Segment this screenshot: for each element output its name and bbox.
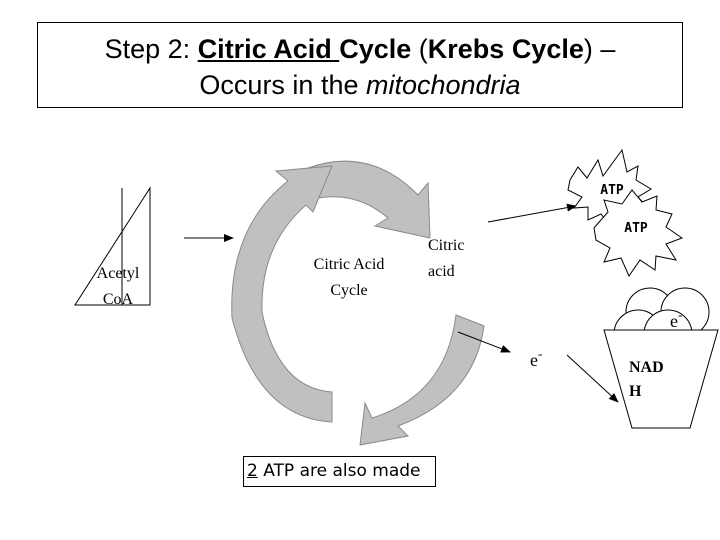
title-mitochondria: mitochondria xyxy=(365,70,521,100)
electron-label-2: e- xyxy=(670,307,682,331)
cycle-label-line2: Cycle xyxy=(330,282,367,299)
atp-burst-2 xyxy=(593,189,684,278)
title-cycle: Cycle xyxy=(339,34,412,64)
title-paren-close: ) – xyxy=(583,34,616,64)
nadh-label-line1: NAD xyxy=(629,359,664,376)
electron-label-1: e- xyxy=(530,346,542,370)
cycle-label-line1: Citric Acid xyxy=(314,256,385,273)
title-step: Step 2: xyxy=(104,34,198,64)
title-paren-open: ( xyxy=(411,34,428,64)
atp-label-2: ATP xyxy=(624,221,648,236)
cycle-arrow-left xyxy=(231,165,333,423)
electron-e-2: e xyxy=(670,311,678,331)
nadh-label-line2: H xyxy=(629,383,642,400)
title-citric-acid: Citric Acid xyxy=(197,34,340,64)
acetyl-label-line1: Acetyl xyxy=(97,265,140,282)
title-occurs: Occurs in the xyxy=(199,70,366,100)
cycle-arrow-top xyxy=(307,160,431,239)
acetyl-coa-shape xyxy=(74,186,151,306)
citric-label-line2: acid xyxy=(428,263,455,280)
cycle-arrow-bottom xyxy=(359,314,485,446)
cycle-to-electron-arrow xyxy=(457,331,511,353)
cycle-to-atp-arrow xyxy=(487,203,577,223)
nadh-container xyxy=(603,287,719,429)
title-krebs: Krebs Cycle xyxy=(427,34,584,64)
nadh-bucket xyxy=(603,329,719,429)
cycle-arrows xyxy=(231,160,485,446)
electron-to-nadh-arrow xyxy=(566,354,619,403)
electron-sup-1: - xyxy=(538,346,542,361)
atp-label-1: ATP xyxy=(600,183,624,198)
atp-note-box: 2 ATP are also made xyxy=(243,456,436,487)
citric-label-line1: Citric xyxy=(428,237,464,254)
acetyl-label-line2: CoA xyxy=(103,291,134,308)
atp-note-number: 2 xyxy=(247,461,258,481)
electron-e-1: e xyxy=(530,350,538,370)
electron-sup-2: - xyxy=(678,307,682,322)
atp-note-text: ATP are also made xyxy=(257,461,421,481)
title-box: Step 2: Citric Acid Cycle (Krebs Cycle) … xyxy=(37,22,683,108)
